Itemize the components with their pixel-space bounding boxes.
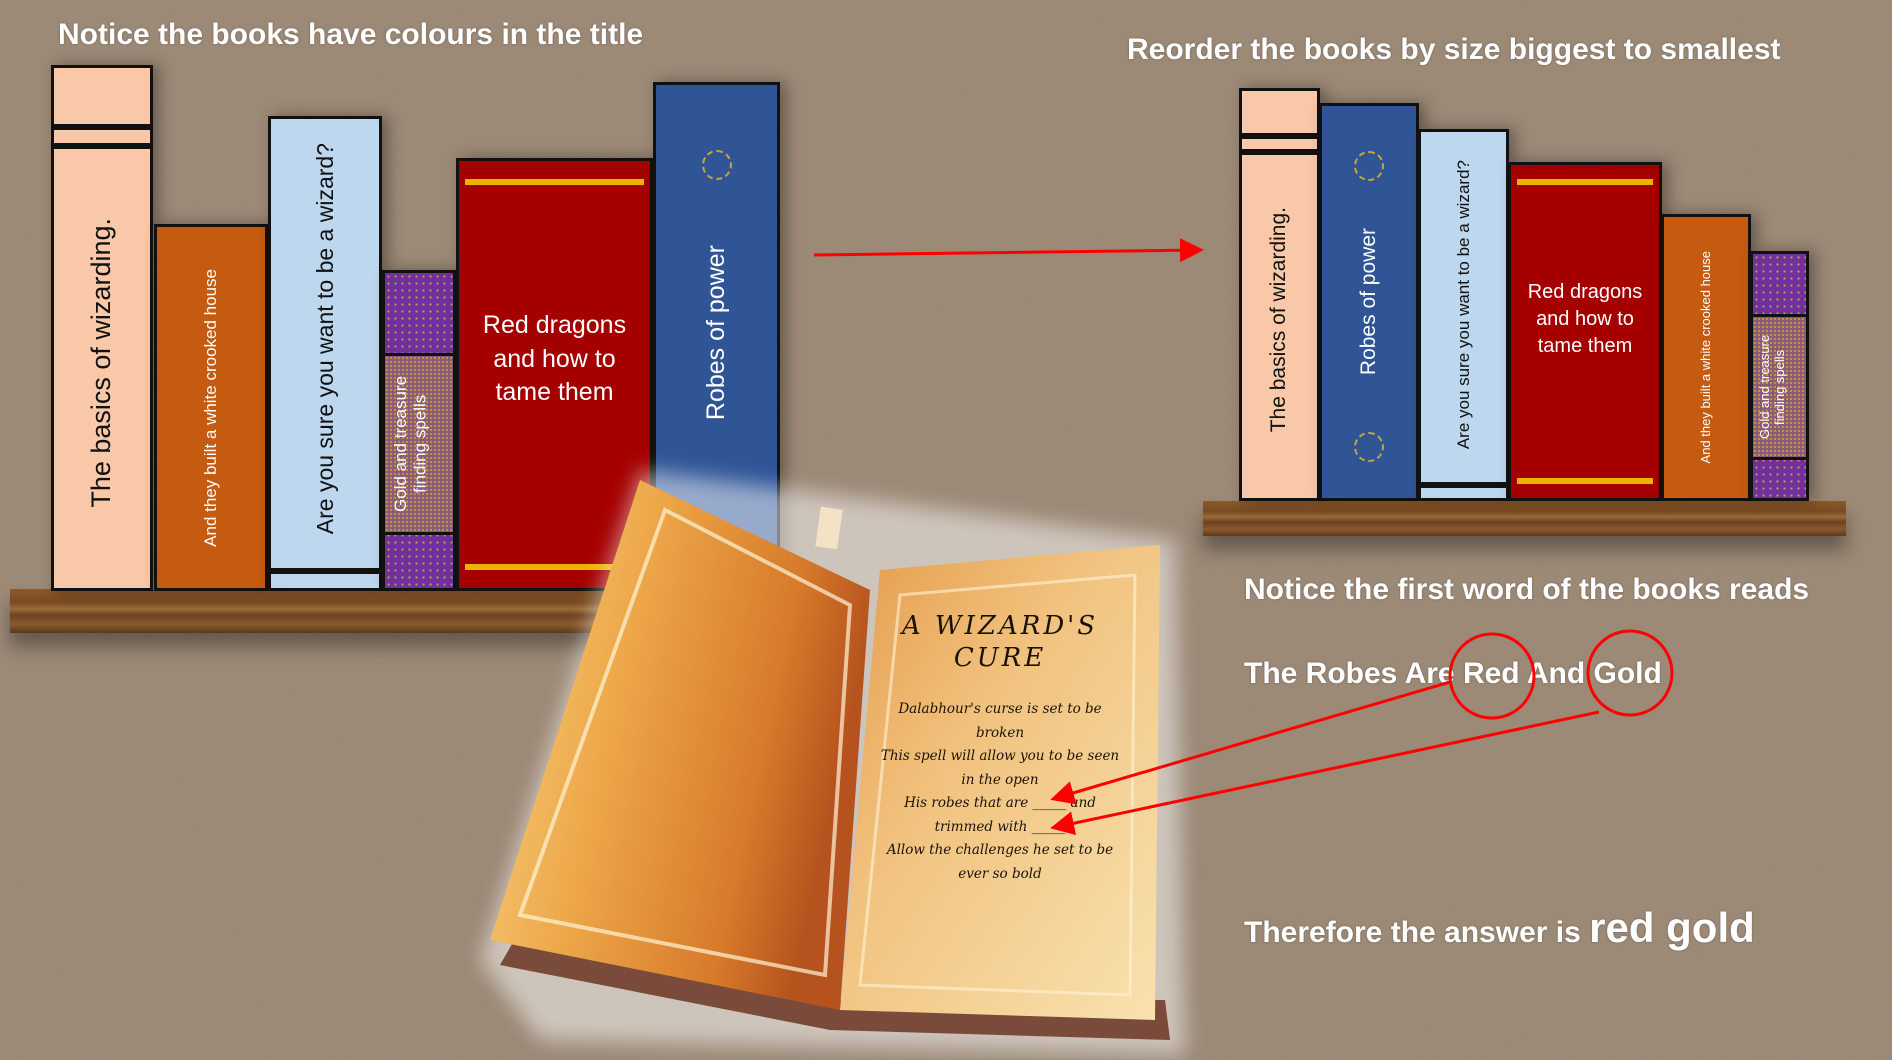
book-title: Red dragons and how to tame them — [482, 310, 627, 407]
book-basics-right: The basics of wizarding. — [1239, 88, 1320, 501]
spell-line: Allow the challenges he set to be — [886, 842, 1114, 858]
ornament-icon — [1354, 151, 1384, 181]
circle-red — [1448, 632, 1536, 720]
spell-line: This spell will allow you to be seen — [880, 748, 1120, 764]
spell-title: A WIZARD'S CURE — [880, 610, 1120, 674]
ornament-icon — [1354, 432, 1384, 462]
spell-line: Dalabhour's curse is set to be — [898, 701, 1102, 717]
book-gold-treasure-left: Gold and treasure finding spells — [382, 270, 456, 591]
sentence-part: The Robes Are — [1244, 657, 1463, 690]
caption-notice-colours: Notice the books have colours in the tit… — [58, 18, 644, 51]
word-red: Red — [1462, 657, 1520, 690]
answer-prefix: Therefore the answer is — [1244, 916, 1590, 949]
arrow-red-to-blank — [1050, 680, 1451, 805]
book-robes-right: Robes of power — [1319, 103, 1419, 501]
spell-line: trimmed with _____ — [934, 818, 1066, 835]
book-basics-left: The basics of wizarding. — [51, 65, 153, 591]
arrow-gold-to-blank — [1050, 710, 1600, 836]
book-red-dragons-right: Red dragons and how to tame them — [1508, 162, 1662, 501]
word-gold: Gold — [1593, 657, 1662, 690]
spell-line: in the open — [961, 771, 1039, 788]
book-are-you-sure-right: Are you sure you want to be a wizard? — [1418, 129, 1509, 501]
book-are-you-sure-left: Are you sure you want to be a wizard? — [268, 116, 382, 591]
caption-first-word: Notice the first word of the books reads — [1244, 573, 1810, 606]
left-shelf — [10, 589, 650, 633]
answer-value: red gold — [1589, 904, 1755, 951]
ornament-icon — [701, 150, 732, 180]
reorder-arrow — [813, 238, 1204, 263]
circle-gold — [1586, 629, 1674, 717]
left-page — [490, 480, 870, 1010]
caption-reorder: Reorder the books by size biggest to sma… — [1127, 33, 1781, 66]
caption-answer: Therefore the answer is red gold — [1244, 904, 1755, 952]
book-crooked-house-left: And they built a white crooked house — [154, 224, 268, 591]
book-crooked-house-right: And they built a white crooked house — [1661, 214, 1751, 501]
spell-line: broken — [975, 724, 1025, 741]
spell-title-line: CURE — [953, 643, 1047, 673]
right-shelf — [1203, 501, 1846, 536]
book-red-dragons-left: Red dragons and how to tame them — [456, 158, 653, 591]
right-page — [840, 545, 1160, 1020]
sentence-part: And — [1519, 657, 1594, 690]
caption-sentence: The Robes Are Red And Gold — [1244, 657, 1662, 691]
book-title: Red dragons and how to tame them — [1527, 281, 1643, 357]
spell-line: ever so bold — [958, 865, 1042, 882]
spell-title-line: A WIZARD'S — [901, 611, 1099, 641]
spell-body: Dalabhour's curse is set to be broken Th… — [870, 698, 1130, 886]
bookmark — [815, 506, 843, 550]
book-gold-treasure-right: Gold and treasure finding spells — [1750, 251, 1809, 501]
spell-line: His robes that are _____ and — [904, 795, 1096, 811]
